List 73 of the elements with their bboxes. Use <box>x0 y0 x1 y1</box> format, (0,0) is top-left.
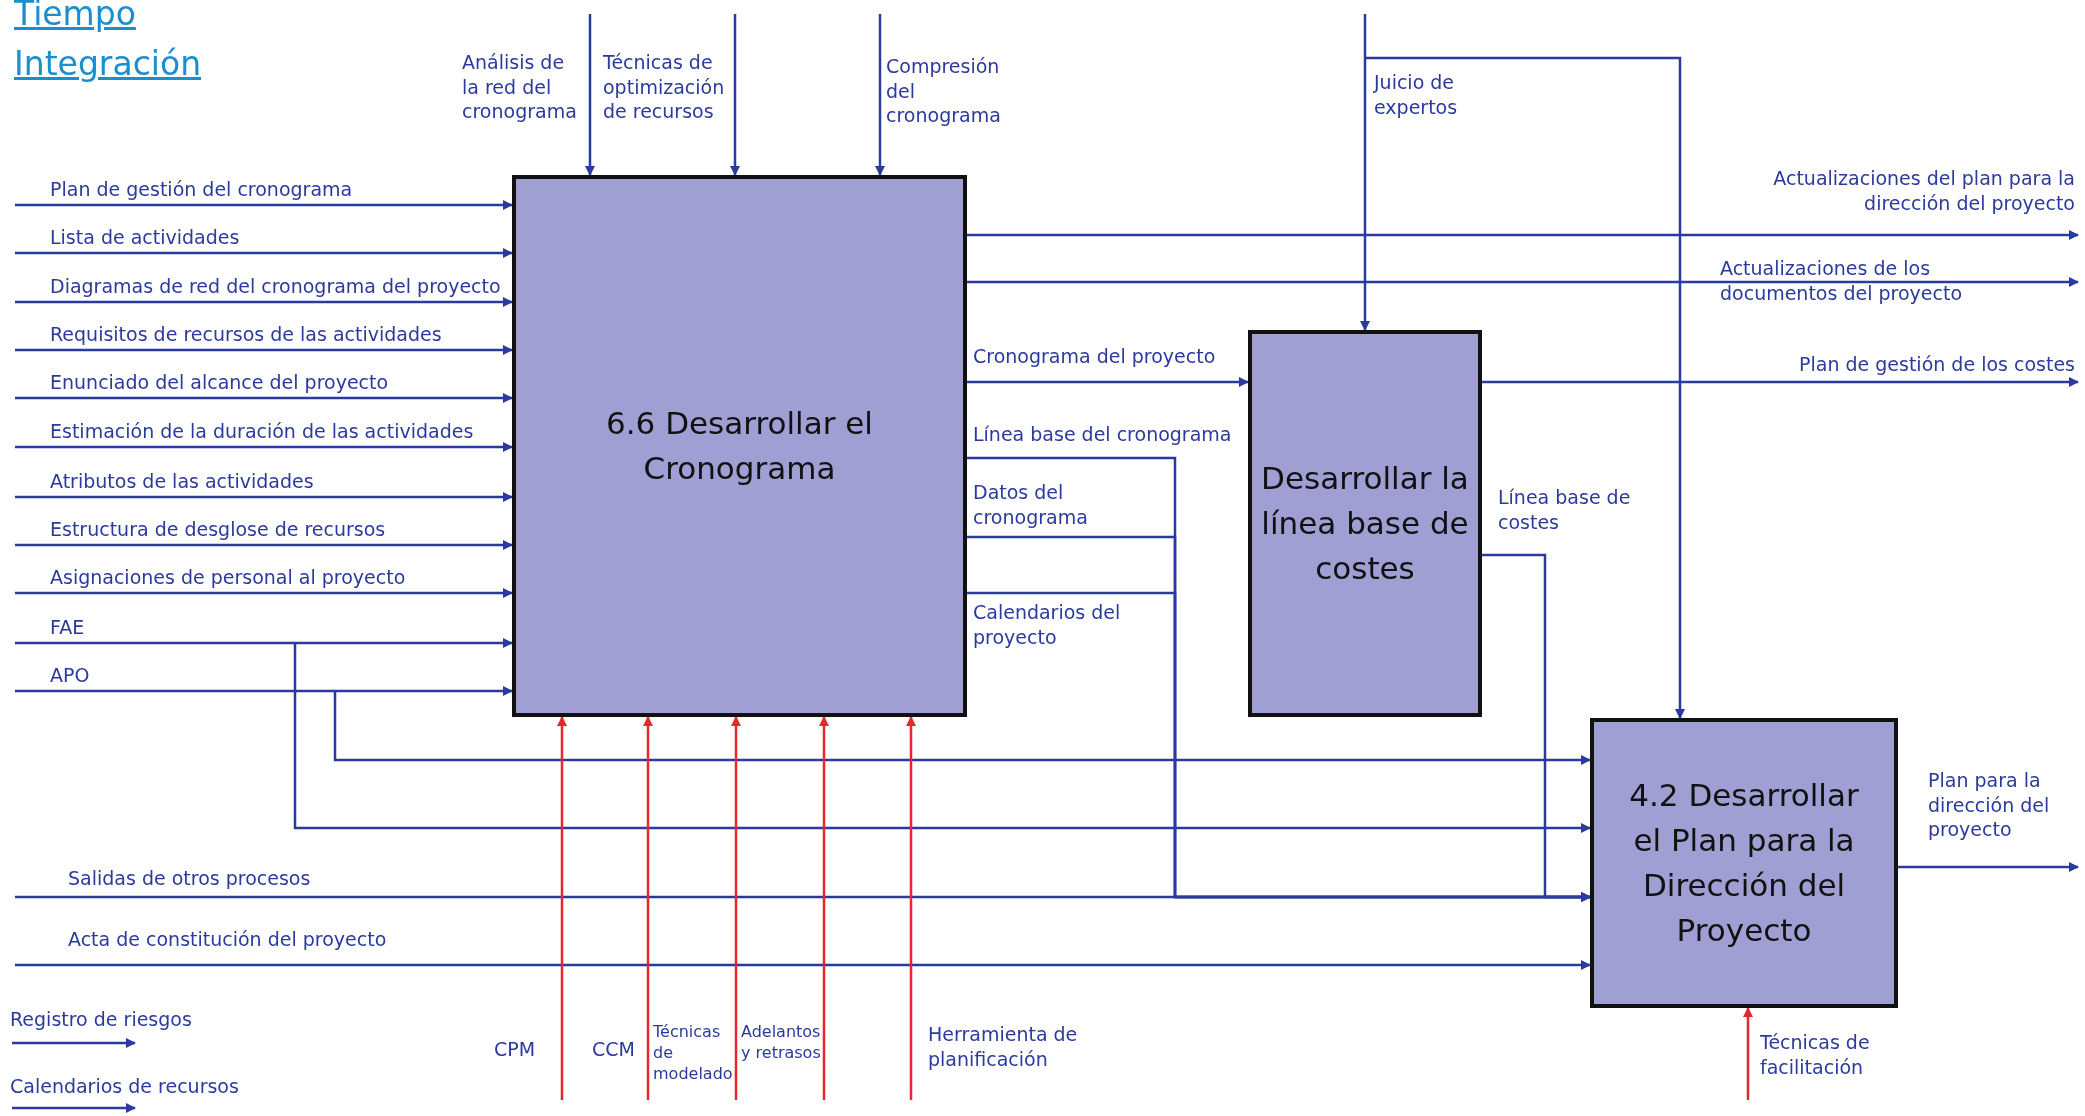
arrow <box>293 643 1591 833</box>
arrow <box>15 892 1591 902</box>
edge-label: CPM <box>494 1037 536 1062</box>
process-box <box>1248 330 1482 717</box>
edge-label: CCM <box>592 1037 635 1062</box>
edge-label: FAE <box>50 615 85 640</box>
arrow <box>15 200 513 210</box>
edge-label: Plan de gestión de los costes <box>1799 352 2075 377</box>
edge-label: Compresión del cronograma <box>886 54 1002 129</box>
arrow <box>333 691 1591 765</box>
edge-label: Datos del cronograma <box>973 480 1089 530</box>
arrow <box>967 230 2079 240</box>
process-box <box>1590 718 1898 1008</box>
arrow <box>15 638 513 648</box>
arrow <box>1365 56 1685 719</box>
edge-label: Requisitos de recursos de las actividades <box>50 322 442 347</box>
arrow <box>875 14 885 176</box>
arrow <box>585 14 595 176</box>
edge-label: Enunciado del alcance del proyecto <box>50 370 389 395</box>
arrow <box>15 686 513 696</box>
arrow <box>906 716 916 1100</box>
edge-label: Técnicas de optimización de recursos <box>603 50 726 125</box>
edge-label: Actualizaciones del plan para la dirección del proyecto <box>1772 166 2075 216</box>
arrow <box>967 377 1249 387</box>
arrow <box>819 716 829 1100</box>
text-label: Calendarios de recursos <box>10 1075 239 1097</box>
edge-label: Estimación de la duración de las actividades <box>50 419 474 444</box>
edge-label: APO <box>50 663 90 688</box>
edge-label: Análisis de la red del cronograma <box>462 50 578 125</box>
edge-label: Línea base de costes <box>1498 485 1632 535</box>
arrow <box>1360 14 1370 331</box>
edge-label: Juicio de expertos <box>1374 70 1459 120</box>
arrow <box>15 492 513 502</box>
process-title: 4.2 Desarrollar el Plan para la Dirección del Proyecto <box>1628 776 1860 950</box>
process-title: Desarrollar la línea base de costes <box>1260 459 1470 588</box>
link: Integración <box>14 44 202 83</box>
arrow <box>15 588 513 598</box>
arrow <box>1898 862 2079 872</box>
arrow <box>15 540 513 550</box>
edge-label: Técnicas de modelado <box>653 1022 733 1085</box>
edge-label: Diagramas de red del cronograma del proyecto <box>50 274 501 299</box>
edge-label: Lista de actividades <box>50 225 240 250</box>
edge-label: Línea base del cronograma <box>973 422 1232 447</box>
arrow <box>730 14 740 176</box>
edge-label: Cronograma del proyecto <box>973 344 1216 369</box>
arrow <box>15 393 513 403</box>
edge-label: Estructura de desglose de recursos <box>50 517 386 542</box>
arrow <box>557 716 567 1100</box>
edge-label: Atributos de las actividades <box>50 469 314 494</box>
edge-label: Asignaciones de personal al proyecto <box>50 565 406 590</box>
arrow <box>1482 377 2079 387</box>
arrow <box>731 716 741 1100</box>
text-label: Registro de riesgos <box>10 1008 192 1030</box>
edge-label: Plan de gestión del cronograma <box>50 177 353 202</box>
arrow <box>15 248 513 258</box>
arrow <box>15 345 513 355</box>
edge-label: Calendarios del proyecto <box>973 600 1122 650</box>
edge-label: Plan para la dirección del proyecto <box>1928 768 2051 843</box>
edge-label: Herramienta de planificación <box>928 1022 1079 1072</box>
edge-label: Técnicas de facilitación <box>1760 1030 1871 1080</box>
process-box <box>512 175 967 717</box>
edge-label: Acta de constitución del proyecto <box>68 927 387 952</box>
arrow <box>15 297 513 307</box>
arrow <box>967 277 2079 287</box>
edge-label: Adelantos y retrasos <box>741 1022 822 1064</box>
link: Tiempo <box>14 0 136 33</box>
arrow <box>15 442 513 452</box>
arrow <box>1743 1007 1753 1100</box>
arrow <box>15 960 1591 970</box>
edge-label: Salidas de otros procesos <box>68 866 311 891</box>
arrow <box>643 716 653 1100</box>
process-title: 6.6 Desarrollar el Cronograma <box>605 404 874 488</box>
edge-label: Actualizaciones de los documentos del proyecto <box>1720 256 1964 306</box>
